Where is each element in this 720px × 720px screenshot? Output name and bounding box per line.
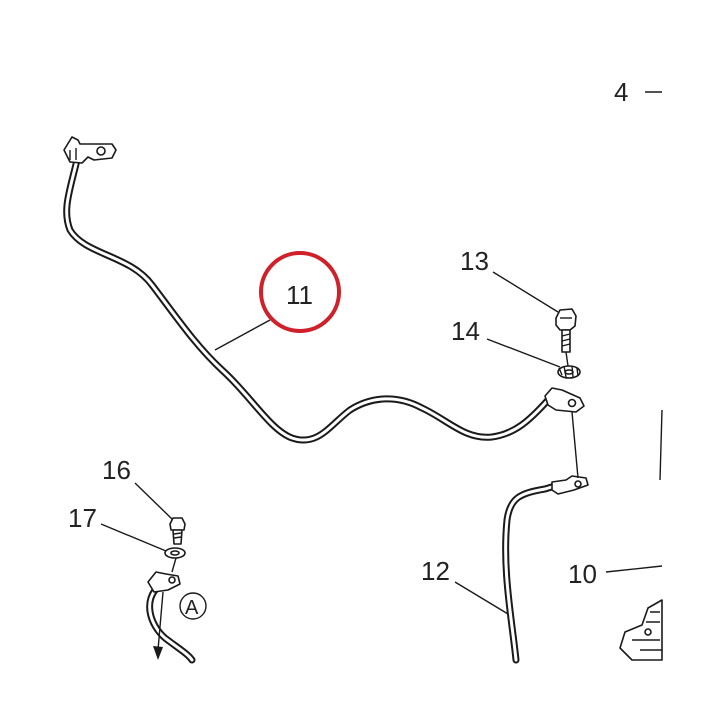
label-part-14: 14 <box>451 316 480 346</box>
label-part-11[interactable]: 11 <box>286 280 313 310</box>
cable-11-right-terminal <box>544 387 585 413</box>
alignment-line <box>571 411 579 479</box>
callout-a: A <box>179 592 207 620</box>
label-part-4: 4 <box>614 77 628 107</box>
label-part-12: 12 <box>421 556 450 586</box>
cable-12[interactable] <box>502 482 559 664</box>
cable-11[interactable] <box>63 156 552 444</box>
highlight-circle <box>259 251 341 333</box>
leader-16 <box>134 482 173 520</box>
leader-13 <box>492 271 559 313</box>
washer-14[interactable] <box>557 365 581 379</box>
component-10[interactable] <box>619 409 663 661</box>
bolt-13[interactable] <box>555 308 577 367</box>
callout-a-label: A <box>185 597 199 619</box>
cable-lower-left[interactable] <box>146 581 196 664</box>
cable-lower-left-terminal <box>147 571 181 593</box>
leader-11 <box>214 319 271 351</box>
leader-10 <box>605 565 663 573</box>
screw-axis-line <box>171 557 177 573</box>
cable-11-left-terminal <box>63 136 117 164</box>
screw-16[interactable] <box>169 517 186 545</box>
label-part-10: 10 <box>568 559 597 589</box>
direction-arrow <box>153 591 164 660</box>
label-part-17: 17 <box>68 503 97 533</box>
leader-12 <box>454 581 509 615</box>
leader-14 <box>486 338 561 368</box>
cable-12-terminal <box>551 475 589 495</box>
leader-17 <box>100 523 167 552</box>
label-part-16: 16 <box>102 455 131 485</box>
washer-17[interactable] <box>164 547 186 559</box>
label-part-13: 13 <box>460 246 489 276</box>
